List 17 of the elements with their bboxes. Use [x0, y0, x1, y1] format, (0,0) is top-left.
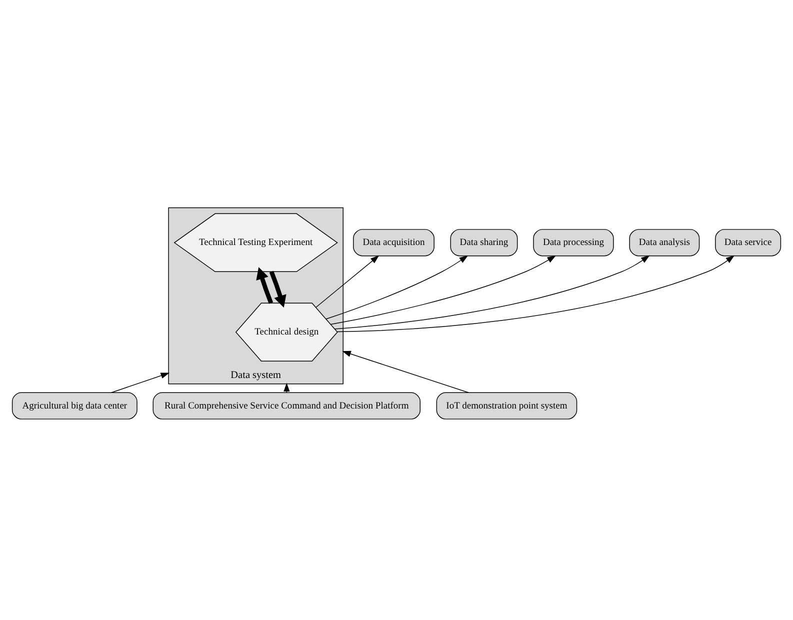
- arrow: [269, 270, 286, 308]
- arrow: [316, 254, 380, 308]
- node-box: Agricultural big data center: [12, 392, 138, 419]
- arrow: [256, 266, 274, 304]
- arrow: [342, 350, 469, 392]
- arrow: [110, 372, 170, 392]
- node-box: Data sharing: [450, 228, 518, 256]
- node-box: Data analysis: [629, 228, 700, 256]
- node-box: Data service: [715, 228, 782, 256]
- arrow: [334, 254, 650, 329]
- node-box: IoT demonstration point system: [436, 392, 578, 419]
- arrow: [326, 254, 468, 319]
- node-box: Data processing: [533, 228, 614, 256]
- node-box: Rural Comprehensive Service Command and Decision Platform: [152, 392, 421, 419]
- node-box: Data acquisition: [353, 228, 434, 256]
- arrow: [336, 254, 735, 332]
- arrow: [330, 254, 556, 324]
